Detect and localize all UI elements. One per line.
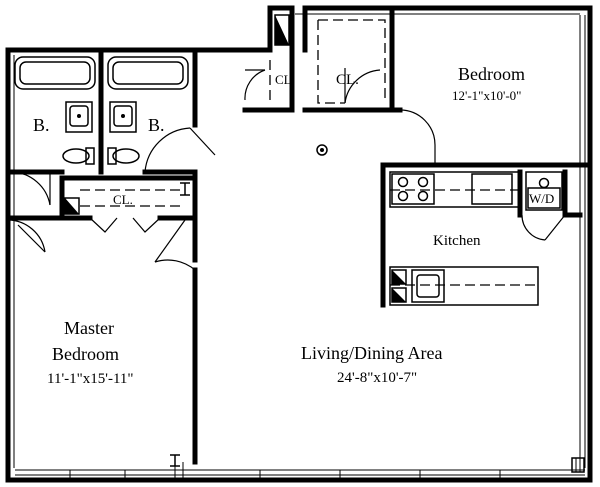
master-name-line2-label: Bedroom [52,344,119,364]
hall-closet [242,5,295,113]
hall-closet-label: CL. [275,72,295,87]
living-dims-label: 24'-8"x10'-7" [337,370,417,386]
master-bedroom [5,219,198,483]
bath-block [5,47,216,263]
bath-left-label: B. [33,115,50,135]
bedroom [302,5,593,168]
window-strips [13,13,586,480]
living-name-label: Living/Dining Area [301,343,442,363]
bedroom-closet-label: CL. [336,72,359,88]
bath-right-label: B. [148,115,165,135]
kitchen [380,162,583,308]
master-name-line1-label: Master [64,318,114,338]
master-closet [5,175,198,233]
ceiling-light-fixture [316,144,328,156]
master-closet-label: CL. [113,192,133,207]
washer-dryer-label: W/D [529,191,554,206]
master-dims-label: 11'-1"x15'-11" [47,371,134,387]
bedroom-name-label: Bedroom [458,64,525,84]
bedroom-dims-label: 12'-1"x10'-0" [452,88,521,103]
kitchen-label: Kitchen [433,233,481,249]
